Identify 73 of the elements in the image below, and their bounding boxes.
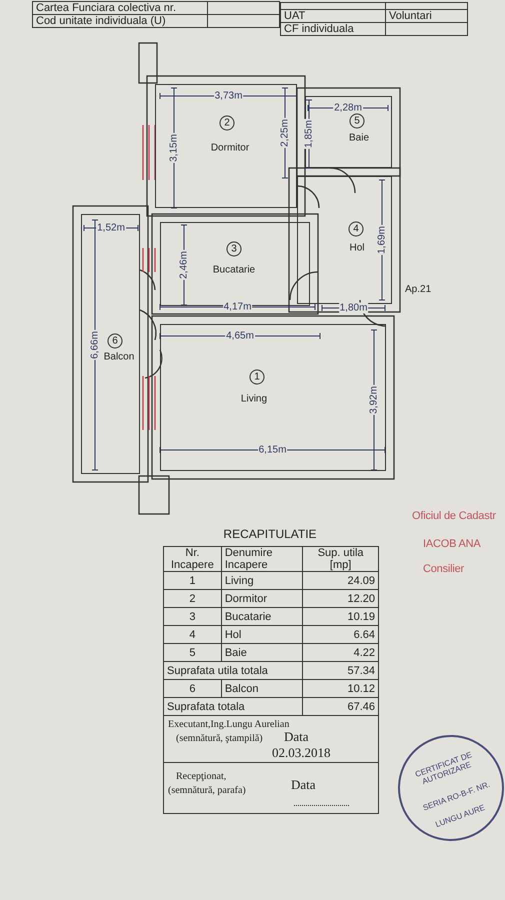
table-cell: Living bbox=[221, 572, 303, 590]
room-outline bbox=[81, 214, 140, 474]
table-cell: Dormitor bbox=[221, 590, 303, 608]
room-number: 4 bbox=[348, 222, 364, 236]
table-cell: 3 bbox=[164, 608, 222, 626]
signature-hint: (semnătură, ştampilă) bbox=[176, 733, 263, 744]
room-outline bbox=[155, 84, 297, 208]
table-cell: 2 bbox=[164, 590, 222, 608]
table-cell: CF individuala bbox=[280, 22, 386, 36]
stamp-text: Consilier bbox=[423, 563, 464, 575]
room-name: Living bbox=[240, 394, 268, 404]
table-header-cell: Sup. utila [mp] bbox=[302, 546, 378, 572]
table-cell: 6 bbox=[164, 680, 222, 698]
table-cell: 24.09 bbox=[302, 572, 378, 590]
dimension-label: 1,69m bbox=[376, 225, 388, 255]
table-cell: 57.34 bbox=[302, 662, 378, 680]
table-cell: 10.19 bbox=[302, 608, 378, 626]
table-cell: Hol bbox=[221, 626, 303, 644]
signature-hint: (semnătură, parafa) bbox=[168, 785, 246, 796]
table-cell: Bucatarie bbox=[221, 608, 303, 626]
table-cell: 5 bbox=[164, 644, 222, 662]
room-number: 3 bbox=[226, 242, 242, 256]
table-header-cell: Denumire Incapere bbox=[221, 546, 303, 572]
table-cell: 67.46 bbox=[302, 698, 378, 716]
table-cell: Baie bbox=[221, 644, 303, 662]
room-number: 6 bbox=[108, 334, 122, 348]
room-outline bbox=[160, 324, 386, 471]
table-header-cell: Nr. Incapere bbox=[164, 546, 222, 572]
room-number: 1 bbox=[250, 370, 264, 384]
room-outline bbox=[305, 96, 392, 168]
table-cell: 12.20 bbox=[302, 590, 378, 608]
table-cell: 1 bbox=[164, 572, 222, 590]
table-cell: Cod unitate individuala (U) bbox=[32, 14, 208, 28]
table-title: RECAPITULATIE bbox=[223, 527, 317, 541]
table-cell: Cartea Funciara colectiva nr. bbox=[32, 2, 208, 14]
room-name: Dormitor bbox=[210, 142, 250, 154]
dimension-label: 6,15m bbox=[258, 444, 288, 456]
dimension-label: 4,17m bbox=[222, 302, 252, 312]
stamp-text: IACOB ANA bbox=[423, 538, 480, 550]
dimension-label: 2,46m bbox=[178, 250, 190, 280]
stamp-text: Oficiul de Cadastr bbox=[412, 510, 496, 522]
table-cell: Suprafata totala bbox=[164, 698, 303, 716]
dimension-label: 3,92m bbox=[368, 385, 380, 415]
dimension-label: 1,80m bbox=[338, 302, 368, 314]
room-name: Bucatarie bbox=[212, 264, 256, 276]
dimension-label: 1,85m bbox=[304, 119, 314, 149]
table-cell: Balcon bbox=[221, 680, 303, 698]
table-cell: 6.64 bbox=[302, 626, 378, 644]
table-cell: Suprafata utila totala bbox=[164, 662, 303, 680]
dimension-label: 6,66m bbox=[90, 330, 100, 360]
room-name: Balcon bbox=[104, 352, 134, 362]
table-cell: UAT bbox=[280, 10, 386, 22]
dimension-label: 2,28m bbox=[333, 102, 363, 114]
signature-label: Executant,Ing.Lungu Aurelian bbox=[168, 719, 290, 730]
room-number: 5 bbox=[350, 114, 364, 128]
room-name: Baie bbox=[349, 132, 369, 144]
date-label: Data bbox=[291, 777, 316, 793]
signature-label: Recepţionat, bbox=[176, 771, 226, 782]
date-label: Data bbox=[284, 729, 309, 745]
dimension-label: 2,25m bbox=[280, 118, 290, 148]
dimension-label: 1,52m bbox=[96, 222, 126, 234]
table-cell: 10.12 bbox=[302, 680, 378, 698]
room-number: 2 bbox=[220, 116, 234, 130]
table-cell: 4 bbox=[164, 626, 222, 644]
room-name: Hol bbox=[350, 242, 364, 254]
table-cell: 4.22 bbox=[302, 644, 378, 662]
dimension-label: 3,15m bbox=[168, 133, 180, 163]
date-value: 02.03.2018 bbox=[272, 745, 330, 761]
table-cell: Voluntari bbox=[386, 10, 468, 22]
apartment-label: Ap.21 bbox=[405, 284, 432, 295]
dimension-label: 4,65m bbox=[225, 330, 255, 342]
dimension-label: 3,73m bbox=[214, 90, 244, 102]
room-outline bbox=[297, 176, 392, 304]
